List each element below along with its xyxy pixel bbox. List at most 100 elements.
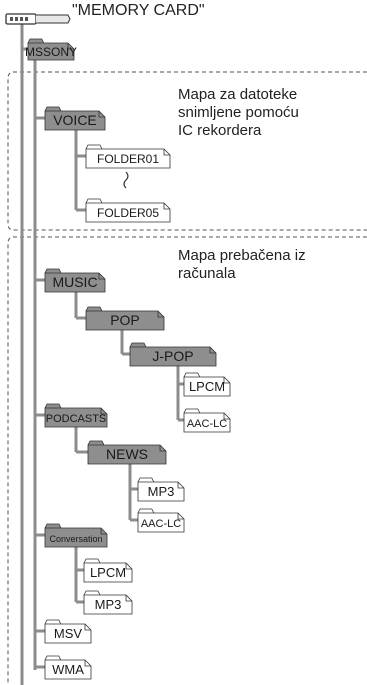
folder-body xyxy=(129,346,217,367)
folder-label: POP xyxy=(110,312,140,328)
folder-corner xyxy=(67,43,74,50)
folder-body xyxy=(85,202,171,223)
folder-tab xyxy=(44,619,62,625)
folder-conversation: Conversation xyxy=(44,523,108,548)
folder-conv-mp3: MP3 xyxy=(83,590,133,615)
folder-tab xyxy=(183,408,201,414)
folder-corner xyxy=(177,513,184,520)
folder-corner xyxy=(209,347,216,354)
folder-mssony: MSSONY xyxy=(25,38,77,61)
folder-news-aaclc: AAC-LC xyxy=(137,508,185,533)
memory-card-contact xyxy=(10,17,13,21)
folder-corner xyxy=(125,563,132,570)
folder-tab xyxy=(85,144,103,150)
folder-body xyxy=(44,659,92,680)
folder-body xyxy=(44,407,108,428)
folder-folder01: FOLDER01 xyxy=(85,144,171,169)
folder-label: WMA xyxy=(52,662,84,677)
folder-corner xyxy=(223,377,230,384)
folder-corner xyxy=(163,203,170,210)
folder-tab xyxy=(44,523,62,529)
folder-tab xyxy=(87,440,105,446)
folder-body xyxy=(44,623,92,644)
memory-card-contact xyxy=(25,17,28,21)
folder-corner xyxy=(98,111,105,118)
folder-pop: POP xyxy=(85,306,165,331)
folder-label: VOICE xyxy=(53,112,97,128)
folder-corner xyxy=(157,311,164,318)
folder-news: NEWS xyxy=(87,440,167,465)
folder-label: Conversation xyxy=(49,534,102,544)
folder-body xyxy=(85,310,165,331)
folders-omitted-mark xyxy=(123,171,129,189)
folder-body xyxy=(183,412,231,433)
folder-tab xyxy=(85,306,103,312)
folder-corner xyxy=(100,528,107,535)
folder-body xyxy=(44,110,106,131)
folder-news-mp3: MP3 xyxy=(137,477,185,502)
folder-body xyxy=(137,481,185,502)
folder-body xyxy=(44,527,108,548)
folder-msv: MSV xyxy=(44,619,92,644)
folder-tab xyxy=(83,558,101,564)
folder-label: MUSIC xyxy=(52,274,97,290)
folder-label: PODCASTS xyxy=(46,413,107,425)
pc-transfer-section-frame xyxy=(7,236,367,685)
folder-label: AAC-LC xyxy=(141,518,181,530)
folder-tab xyxy=(137,477,155,483)
folder-tab xyxy=(85,198,103,204)
folder-music-aaclc: AAC-LC xyxy=(183,408,231,433)
folder-corner xyxy=(223,413,230,420)
folder-label: AAC-LC xyxy=(187,418,227,430)
ic-recorder-section-frame xyxy=(7,71,367,231)
folder-body xyxy=(44,272,106,293)
folder-corner xyxy=(163,149,170,156)
folder-body xyxy=(83,562,133,583)
memory-card-contact xyxy=(15,17,18,21)
folder-label: J-POP xyxy=(152,348,193,364)
folder-tab xyxy=(183,372,201,378)
folder-corner xyxy=(177,482,184,489)
folder-tab xyxy=(44,655,62,661)
folder-body xyxy=(87,444,167,465)
folder-conv-lpcm: LPCM xyxy=(83,558,133,583)
folder-label: MSV xyxy=(54,626,83,641)
memory-card-contact xyxy=(20,17,23,21)
pc-transfer-folder-note: Mapa prebačena iz računala xyxy=(178,247,306,282)
folder-corner xyxy=(84,624,91,631)
folder-tab xyxy=(137,508,155,514)
folder-label: LPCM xyxy=(90,565,126,580)
folder-body xyxy=(83,594,133,615)
folder-corner xyxy=(98,273,105,280)
folder-voice: VOICE xyxy=(44,106,106,131)
folder-corner xyxy=(159,445,166,452)
folder-label: FOLDER05 xyxy=(97,206,159,220)
folder-corner xyxy=(100,408,107,415)
folder-music-lpcm: LPCM xyxy=(183,372,231,397)
folder-podcasts: PODCASTS xyxy=(44,403,108,428)
folder-corner xyxy=(84,660,91,667)
folder-corner xyxy=(125,595,132,602)
folder-body xyxy=(27,42,75,61)
folder-label: MP3 xyxy=(148,484,175,499)
folder-tab xyxy=(83,590,101,596)
folder-music: MUSIC xyxy=(44,268,106,293)
folder-label: MP3 xyxy=(95,597,122,612)
folder-folder05: FOLDER05 xyxy=(85,198,171,223)
folder-tab xyxy=(44,403,62,409)
folder-wma: WMA xyxy=(44,655,92,680)
folder-jpop: J-POP xyxy=(129,342,217,367)
folder-tab xyxy=(129,342,147,348)
folder-tab xyxy=(27,38,45,44)
folder-body xyxy=(137,512,185,533)
tree-lines xyxy=(20,22,184,685)
folder-label: FOLDER01 xyxy=(97,152,159,166)
folder-tab xyxy=(44,106,62,112)
folder-body xyxy=(85,148,171,169)
ic-recorder-folder-note: Mapa za datoteke snimljene pomoću IC rek… xyxy=(178,86,299,139)
folder-body xyxy=(183,376,231,397)
memory-card-body xyxy=(36,14,71,24)
folder-tab xyxy=(44,268,62,274)
